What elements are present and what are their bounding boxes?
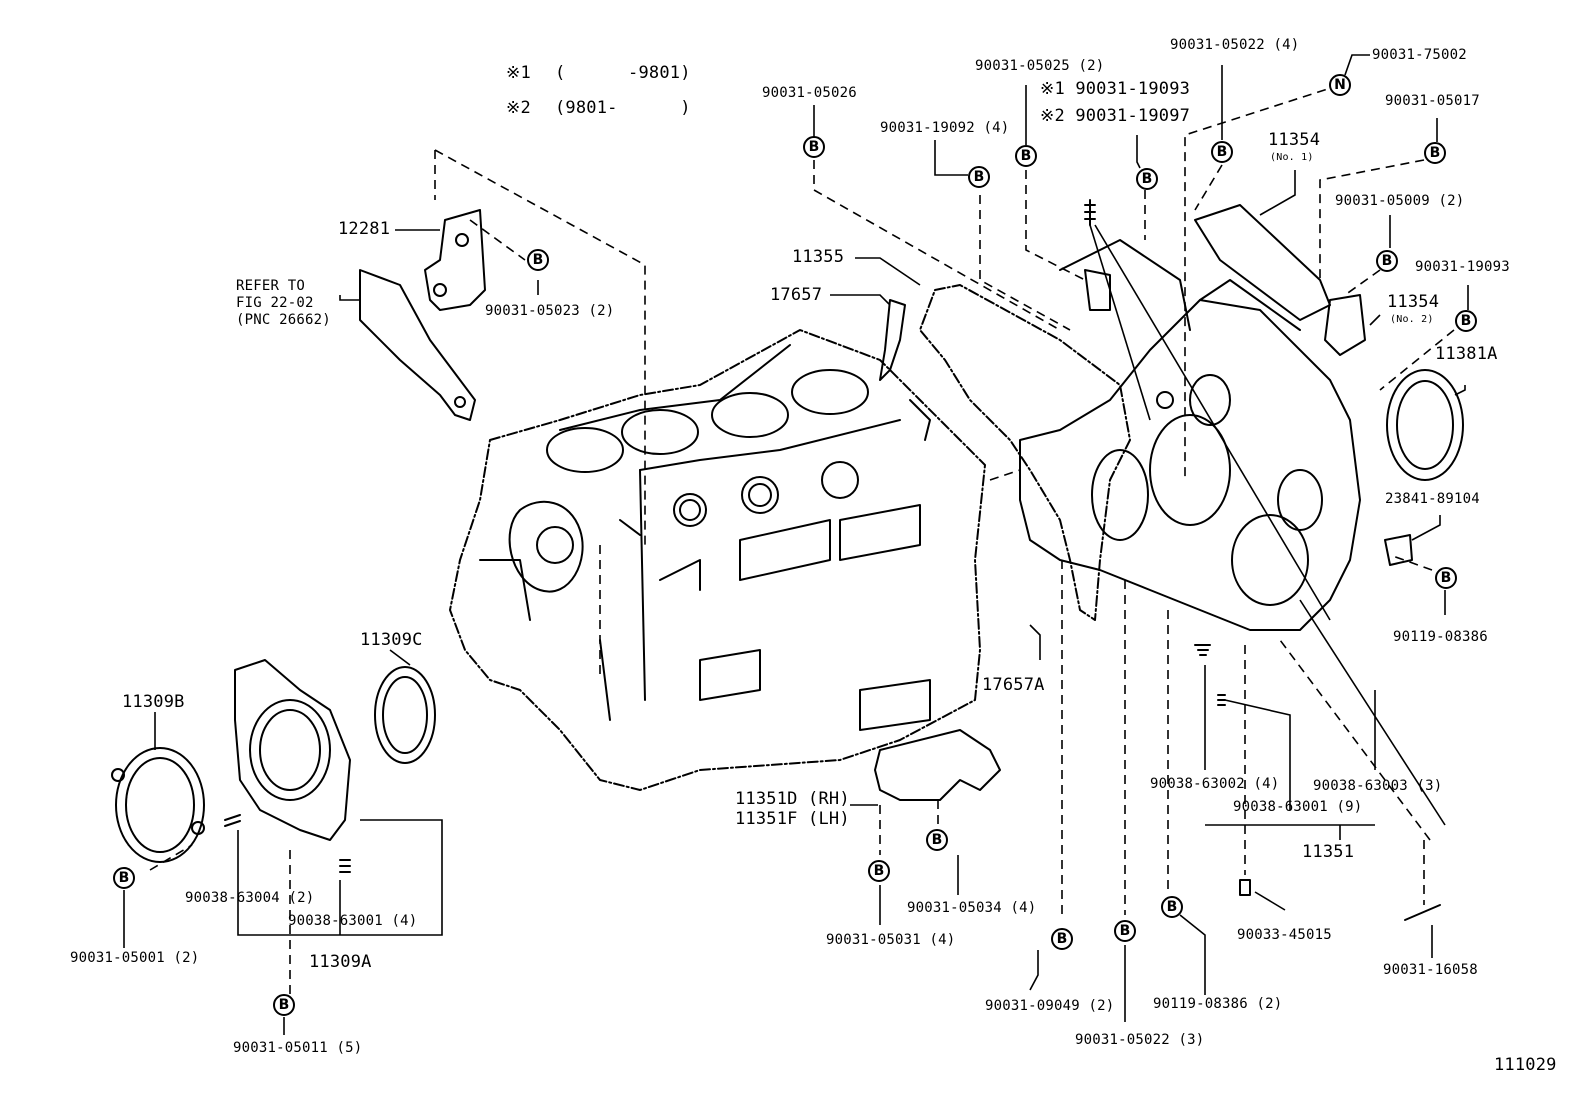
label-11354-no1: 11354 bbox=[1268, 130, 1321, 150]
bolt-marker-05025: B bbox=[1015, 145, 1037, 167]
label-90031-05026: 90031-05026 bbox=[762, 85, 857, 101]
bolt-marker-19093-19097: B bbox=[1136, 168, 1158, 190]
label-90119-08386-2: 90119-08386 (2) bbox=[1153, 996, 1283, 1012]
label-90033-45015: 90033-45015 bbox=[1237, 927, 1332, 943]
bolt-marker-05017: B bbox=[1424, 142, 1446, 164]
label-11354-no2-sub: (No. 2) bbox=[1390, 314, 1434, 325]
label-90031-05017: 90031-05017 bbox=[1385, 93, 1480, 109]
label-90038-63002: 90038-63002 (4) bbox=[1150, 776, 1280, 792]
label-12281: 12281 bbox=[338, 219, 391, 239]
label-90038-63001-4: 90038-63001 (4) bbox=[288, 913, 418, 929]
note-2-mark: ※2 bbox=[506, 98, 531, 118]
cylinder-block-drawing bbox=[449, 329, 986, 791]
oil-seal-11381A bbox=[1386, 369, 1464, 481]
label-11309B: 11309B bbox=[122, 692, 185, 712]
label-90119-08386: 90119-08386 bbox=[1393, 629, 1488, 645]
part-23841-89104 bbox=[1384, 534, 1413, 566]
label-90031-19092: 90031-19092 (4) bbox=[880, 120, 1010, 136]
gasket-17657 bbox=[879, 299, 906, 381]
label-90031-19093-n1: ※1 90031-19093 bbox=[1040, 79, 1191, 99]
label-refer-2: FIG 22-02 bbox=[236, 295, 314, 311]
label-90031-05001: 90031-05001 (2) bbox=[70, 950, 200, 966]
label-90031-05031: 90031-05031 (4) bbox=[826, 932, 956, 948]
bolt-marker-19092: B bbox=[968, 166, 990, 188]
figure-number: 111029 bbox=[1494, 1055, 1557, 1075]
oil-seal-11309B bbox=[111, 747, 205, 863]
cover-11354-no2 bbox=[1324, 294, 1366, 356]
label-90031-75002: 90031-75002 bbox=[1372, 47, 1467, 63]
label-90038-63003: 90038-63003 (3) bbox=[1313, 778, 1443, 794]
bolt-marker-05031: B bbox=[868, 860, 890, 882]
bolt-marker-05034: B bbox=[926, 829, 948, 851]
label-11381A: 11381A bbox=[1435, 344, 1498, 364]
label-90031-09049: 90031-09049 (2) bbox=[985, 998, 1115, 1014]
bracket-12281 bbox=[424, 209, 486, 311]
label-11355: 11355 bbox=[792, 247, 845, 267]
label-90031-05022-4: 90031-05022 (4) bbox=[1170, 37, 1300, 53]
label-90031-05025: 90031-05025 (2) bbox=[975, 58, 1105, 74]
label-11309A: 11309A bbox=[309, 952, 372, 972]
label-refer-1: REFER TO bbox=[236, 278, 306, 294]
bolt-marker-08386-2: B bbox=[1161, 896, 1183, 918]
label-90031-05011: 90031-05011 (5) bbox=[233, 1040, 363, 1056]
rear-oil-seal-retainer bbox=[234, 659, 351, 841]
label-90031-05023: 90031-05023 (2) bbox=[485, 303, 615, 319]
bolt-marker-09049: B bbox=[1051, 928, 1073, 950]
note-1-range: ( -9801) bbox=[555, 63, 691, 83]
note-1-mark: ※1 bbox=[506, 63, 531, 83]
timing-gear-case bbox=[1019, 239, 1361, 631]
label-11309C: 11309C bbox=[360, 630, 423, 650]
bolt-marker-19093: B bbox=[1455, 310, 1477, 332]
bolt-marker-05023: B bbox=[527, 249, 549, 271]
label-11351: 11351 bbox=[1302, 842, 1355, 862]
bolt-marker-05026: B bbox=[803, 136, 825, 158]
bracket-11351D bbox=[874, 729, 1001, 801]
studs bbox=[224, 199, 1441, 921]
bolt-marker-05009: B bbox=[1376, 250, 1398, 272]
bolt-marker-05022-4: B bbox=[1211, 141, 1233, 163]
label-17657A: 17657A bbox=[982, 675, 1045, 695]
note-2-range: (9801- ) bbox=[555, 98, 691, 118]
label-90031-16058: 90031-16058 bbox=[1383, 962, 1478, 978]
label-90031-05034: 90031-05034 (4) bbox=[907, 900, 1037, 916]
bolt-marker-05011: B bbox=[273, 994, 295, 1016]
refer-bracket bbox=[359, 269, 476, 421]
gasket-11355 bbox=[919, 284, 1131, 621]
label-11354-no2: 11354 bbox=[1387, 292, 1440, 312]
label-11354-no1-sub: (No. 1) bbox=[1270, 152, 1314, 163]
label-90031-05022-3: 90031-05022 (3) bbox=[1075, 1032, 1205, 1048]
bolt-marker-05022-3: B bbox=[1114, 920, 1136, 942]
label-refer-3: (PNC 26662) bbox=[236, 312, 331, 328]
label-11351F: 11351F (LH) bbox=[735, 809, 850, 829]
label-17657: 17657 bbox=[770, 285, 823, 305]
bolt-marker-08386: B bbox=[1435, 567, 1457, 589]
label-23841-89104: 23841-89104 bbox=[1385, 491, 1480, 507]
bolt-marker-05001: B bbox=[113, 867, 135, 889]
label-90031-05009: 90031-05009 (2) bbox=[1335, 193, 1465, 209]
label-90031-19097-n2: ※2 90031-19097 bbox=[1040, 106, 1191, 126]
nut-marker-75002: N bbox=[1329, 74, 1351, 96]
label-90031-19093: 90031-19093 bbox=[1415, 259, 1510, 275]
oil-seal-11309C bbox=[374, 666, 436, 764]
label-90038-63004: 90038-63004 (2) bbox=[185, 890, 315, 906]
label-90038-63001-9: 90038-63001 (9) bbox=[1233, 799, 1363, 815]
label-11351D: 11351D (RH) bbox=[735, 789, 850, 809]
